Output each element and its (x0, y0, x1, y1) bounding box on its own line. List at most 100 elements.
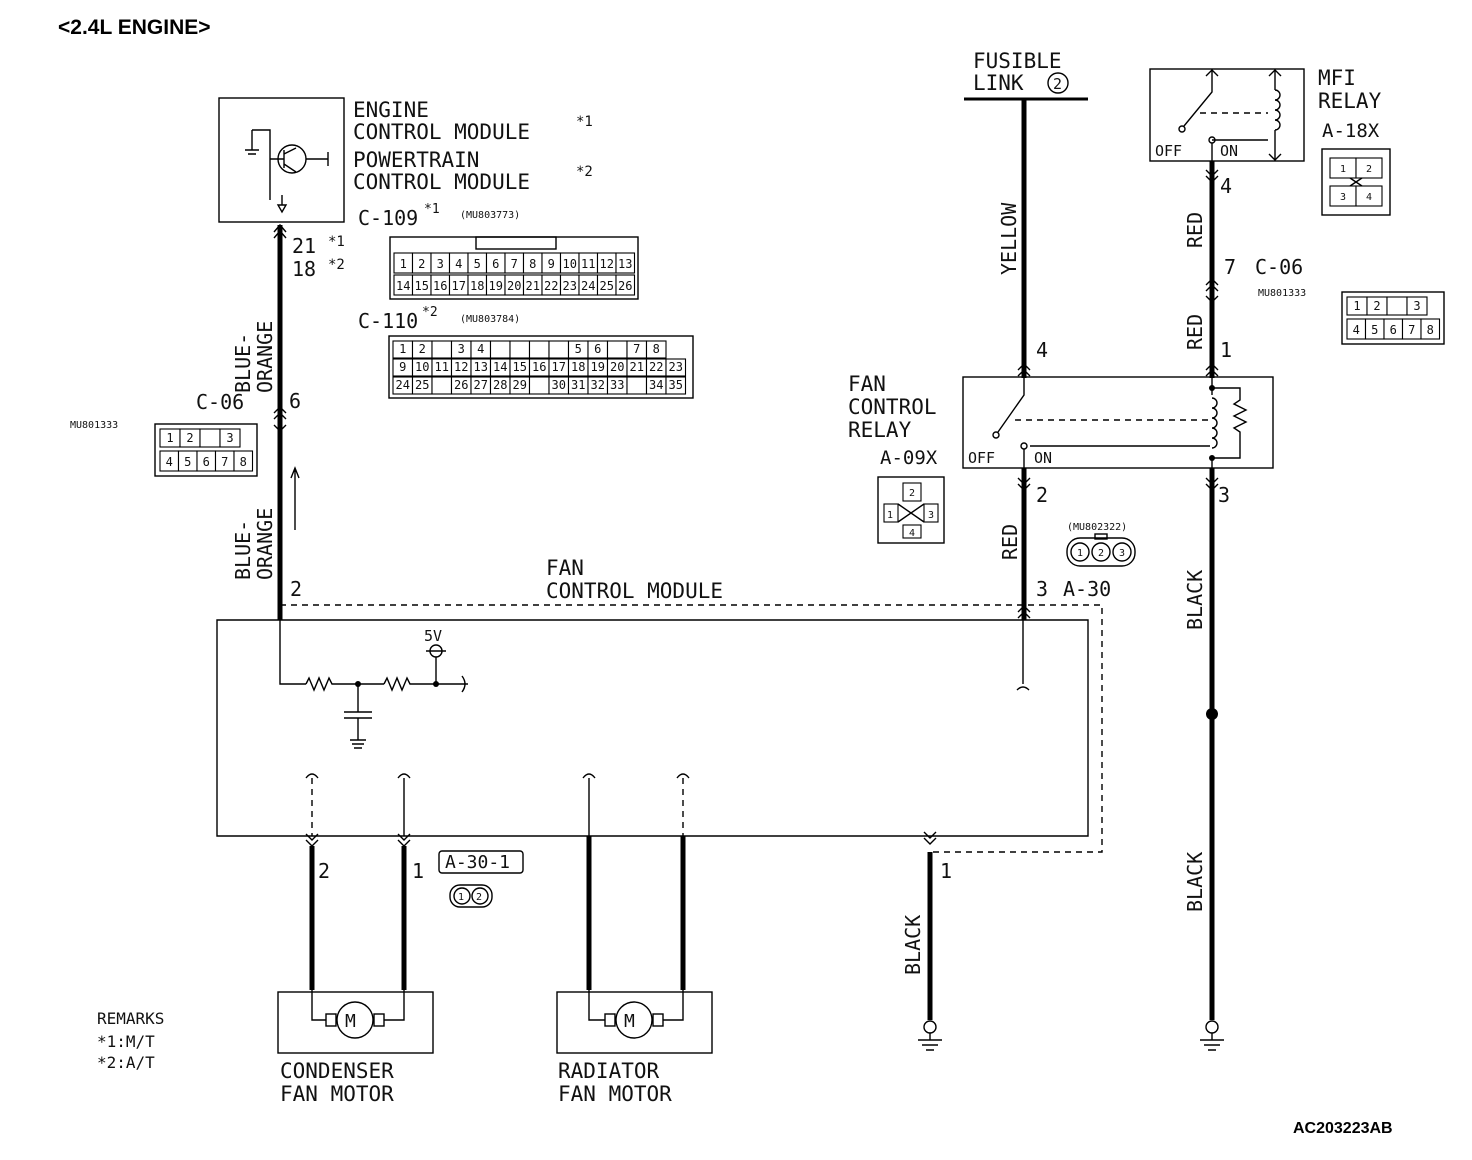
c110-cell (528, 376, 550, 395)
page-title: <2.4L ENGINE> (58, 16, 211, 39)
c109-cell (615, 252, 636, 274)
c110-cell (626, 376, 648, 395)
fan-relay-pin-4: 4 (1036, 338, 1048, 362)
c109-cell-label: 22 (544, 279, 558, 293)
c110-cell-label: 30 (552, 378, 566, 392)
a30-connector: 1 2 3 (1066, 533, 1136, 567)
c109-cell-label: 18 (470, 279, 484, 293)
c06-cell-label: 1 (166, 431, 173, 445)
a30-1-pin-1: 1 (412, 859, 424, 883)
svg-text:1: 1 (887, 510, 893, 521)
c06-cell-label: 8 (1427, 323, 1434, 337)
c109-cell-label: 2 (418, 257, 425, 271)
svg-text:1: 1 (1077, 548, 1083, 559)
yellow-label: YELLOW (997, 202, 1021, 275)
blue-orange-label-upper: BLUE-ORANGE (231, 321, 277, 393)
c06-cell (1420, 318, 1441, 340)
condenser-fan-motor: M (277, 990, 434, 1054)
splice-point (1206, 708, 1218, 720)
red-label-upper: RED (1183, 212, 1207, 248)
c110-cell-label: 22 (649, 360, 663, 374)
c06-cell-label: 5 (184, 455, 191, 469)
fan-relay-box (962, 376, 1274, 469)
c06-cell (1386, 296, 1408, 316)
radiator-label-2: FAN MOTOR (558, 1082, 672, 1106)
c06-cell-label: 5 (1371, 323, 1378, 337)
c110-cell-label: 23 (669, 360, 683, 374)
svg-text:3: 3 (928, 510, 934, 521)
c110-cell-label: 15 (513, 360, 527, 374)
c109-cell-label: 23 (563, 279, 577, 293)
c110-cell-label: 10 (415, 360, 429, 374)
fan-relay-pin-3: 3 (1218, 483, 1230, 507)
ecm-pin-21: 21 (292, 234, 316, 258)
c109-cell-label: 8 (529, 257, 536, 271)
c110-cell (548, 340, 570, 359)
c110-cell-label: 16 (532, 360, 546, 374)
mfi-relay-off: OFF (1155, 142, 1182, 160)
c06-cell (1406, 296, 1428, 316)
a30-part: (MU802322) (1067, 522, 1127, 533)
ground-symbol-2 (1200, 1020, 1224, 1051)
svg-text:3: 3 (1119, 548, 1125, 559)
c06-right-part: MU801333 (1258, 288, 1306, 299)
fan-module-dashed-outline (280, 604, 1103, 853)
c110-cell (431, 340, 453, 359)
c06-cell-label: 2 (186, 431, 193, 445)
c06-cell (233, 450, 254, 472)
c110-cell-label: 3 (458, 342, 465, 356)
fan-module-line2: CONTROL MODULE (546, 579, 723, 603)
svg-text:1: 1 (458, 892, 464, 903)
c110-cell-label: 19 (591, 360, 605, 374)
svg-text:4: 4 (1366, 192, 1372, 203)
c110-cell-label: 35 (669, 378, 683, 392)
c06-cell-label: 2 (1373, 299, 1380, 313)
svg-text:CONTROL MODULE: CONTROL MODULE (353, 120, 530, 144)
c06-cell-label: 3 (226, 431, 233, 445)
mfi-relay-pin-4: 4 (1220, 174, 1232, 198)
c109-cell-label: 3 (437, 257, 444, 271)
c06-left-code: C-06 (196, 390, 244, 414)
fan-relay-pin-2: 2 (1036, 483, 1048, 507)
c06-cell-label: 6 (1390, 323, 1397, 337)
c110-cell-label: 12 (454, 360, 468, 374)
ecm-label: ENGINE CONTROL MODULE *1 POWERTRAIN CONT… (353, 98, 593, 194)
c109-cell-label: 6 (492, 257, 499, 271)
fan-module-box (216, 619, 1089, 837)
svg-text:*2: *2 (576, 164, 593, 180)
c110-cell-label: 18 (571, 360, 585, 374)
c110-cell-label: 7 (633, 342, 640, 356)
ground-symbol-1 (918, 1020, 942, 1051)
c06-cell-label: 7 (1408, 323, 1415, 337)
c110-cell (509, 340, 531, 359)
black-label-lower: BLACK (1183, 852, 1207, 912)
ecm-block (218, 97, 345, 223)
c109-cell-label: 14 (396, 279, 410, 293)
svg-text:3: 3 (1340, 192, 1346, 203)
figure-id: AC203223AB (1293, 1120, 1393, 1137)
c06-cell-label: 4 (1353, 323, 1360, 337)
c110-sup: *2 (422, 305, 438, 320)
c110-cell-label: 31 (571, 378, 585, 392)
c110-cell-label: 28 (493, 378, 507, 392)
c110-cell-label: 17 (552, 360, 566, 374)
c110-cell-label: 32 (591, 378, 605, 392)
c06-cell-label: 3 (1413, 299, 1420, 313)
c109-sup: *1 (424, 202, 440, 217)
mfi-relay-box (1149, 68, 1305, 162)
a30-1-connector: 1 2 (438, 850, 524, 908)
fan-relay-line1: FAN (848, 372, 886, 396)
svg-text:2: 2 (909, 488, 915, 499)
c109-cell-label: 24 (581, 279, 595, 293)
mfi-relay-connector: 1 2 3 4 (1321, 148, 1391, 216)
c110-cell-label: 21 (630, 360, 644, 374)
c110-cell (665, 376, 687, 395)
c109-cell-label: 20 (507, 279, 521, 293)
fan-module-pin-2: 2 (290, 577, 302, 601)
fan-module-motor-outputs (305, 773, 690, 847)
ecm-pin-note-1: *1 (328, 234, 345, 250)
c06-cell-label: 4 (166, 455, 173, 469)
